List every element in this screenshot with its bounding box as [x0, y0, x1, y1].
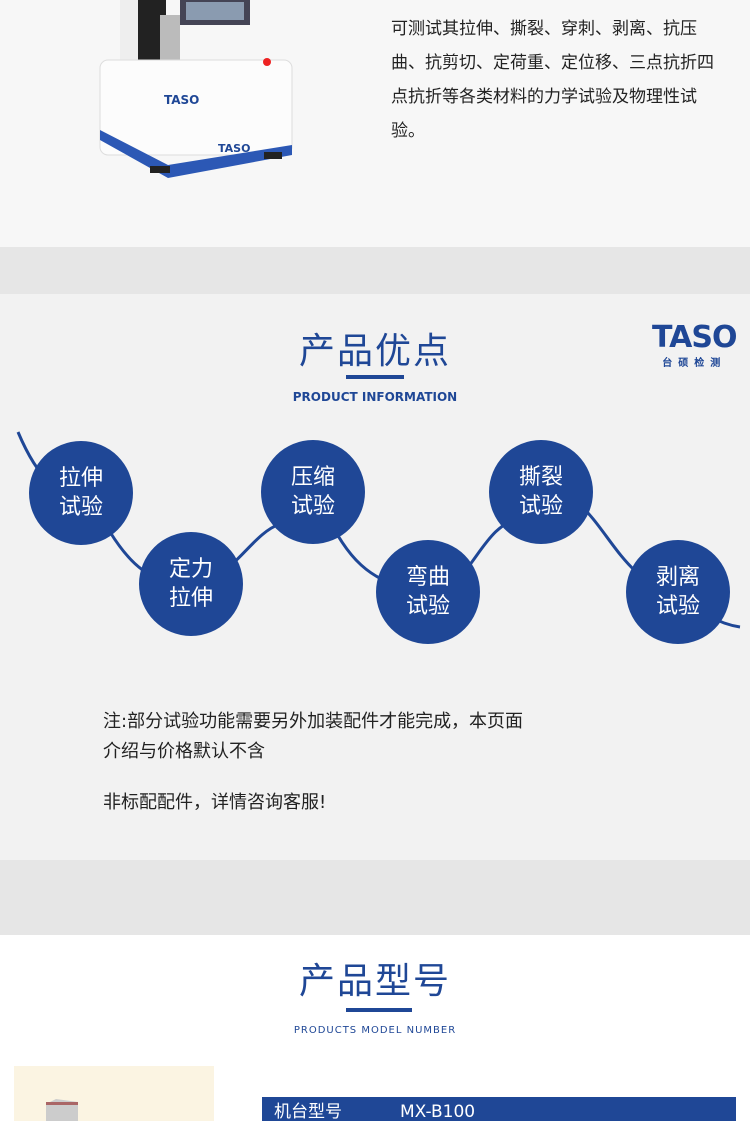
section-divider — [0, 247, 750, 294]
advantage-compression: 压缩试验 — [261, 440, 365, 544]
advantages-title: 产品优点 — [298, 331, 451, 372]
model-value: MX-B100 — [400, 1102, 476, 1122]
advantage-constant-force: 定力拉伸 — [139, 532, 243, 636]
title-underline — [346, 375, 404, 379]
advantage-peel: 剥离试验 — [626, 540, 730, 644]
model-image — [14, 1066, 214, 1121]
advantages-subtitle: PRODUCT INFORMATION — [292, 390, 458, 404]
models-subtitle: PRODUCTS MODEL NUMBER — [293, 1025, 457, 1036]
title-underline — [346, 1008, 412, 1012]
note-line-2: 介绍与价格默认不含 — [103, 741, 265, 762]
capability-description: 可测试其拉伸、撕裂、穿刺、剥离、抗压曲、抗剪切、定荷重、定位移、三点抗折四点抗折… — [391, 19, 714, 141]
model-table-header: 机台型号 MX-B100 — [262, 1097, 736, 1122]
models-title: 产品型号 — [298, 961, 451, 1002]
model-label: 机台型号 — [274, 1102, 342, 1122]
advantage-tear: 撕裂试验 — [489, 440, 593, 544]
taso-logo: TASO 台硕检测 — [652, 320, 737, 370]
advantage-tensile: 拉伸试验 — [29, 441, 133, 545]
note-line-3: 非标配配件，详情咨询客服! — [103, 792, 327, 813]
svg-text:TASO: TASO — [164, 93, 199, 107]
section-divider — [0, 860, 750, 935]
intro-section: TASO TASO 可测试其拉伸、撕裂、穿刺、剥离、抗压曲、抗剪切、定荷重、定位… — [0, 0, 750, 247]
note-line-1: 注:部分试验功能需要另外加装配件才能完成，本页面 — [103, 711, 524, 732]
tensile-machine-image: TASO TASO — [99, 0, 293, 178]
svg-text:TASO: TASO — [218, 142, 250, 155]
advantage-bending: 弯曲试验 — [376, 540, 480, 644]
